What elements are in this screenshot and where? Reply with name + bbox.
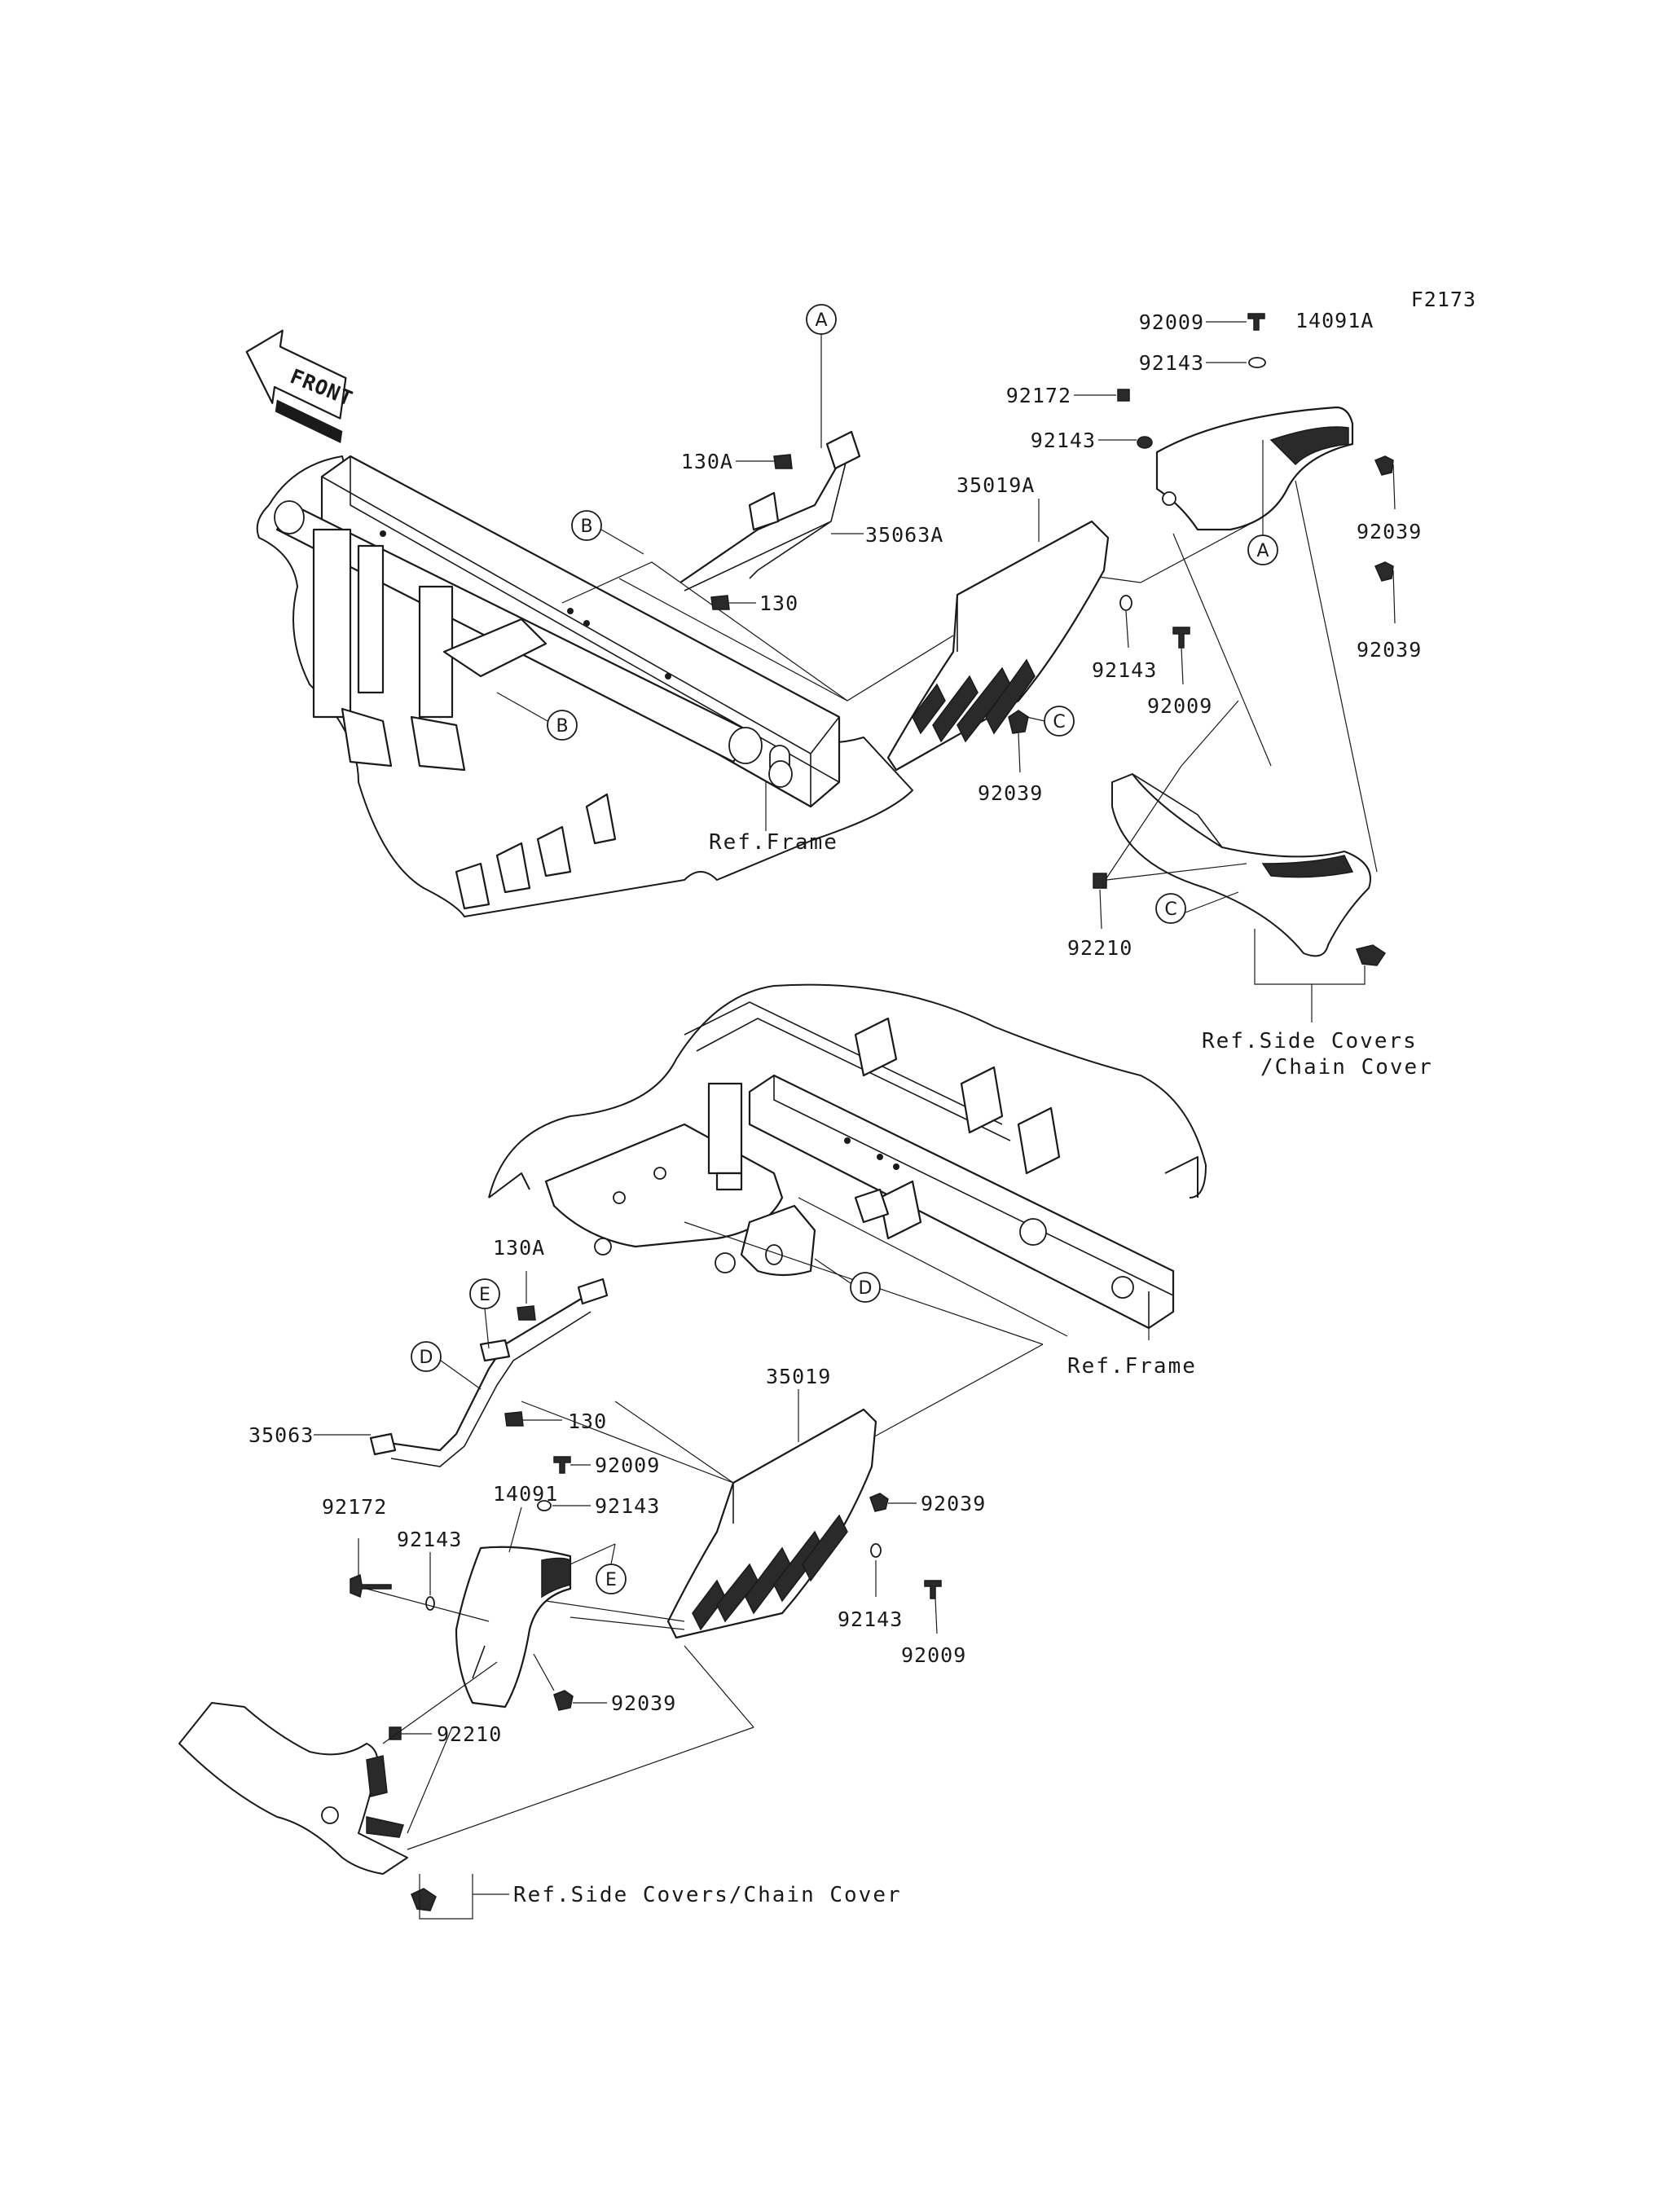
label-92009-bottom-a: 92009 [595,1454,660,1477]
label-130A-top: 130A [681,450,733,473]
svg-text:B: B [580,517,592,537]
top-body-outline [256,504,913,917]
label-92039-c: 92039 [978,781,1043,805]
top-screw-92009-low [1172,627,1190,685]
top-clip-92039-r1 [1374,455,1396,510]
top-clip-lower-right [1355,944,1387,966]
label-14091: 14091 [493,1482,558,1506]
top-assembly: A A B B C C 92009 92143 [256,304,1433,1080]
label-130A-bottom: 130A [493,1236,545,1260]
label-92172-top: 92172 [1006,384,1071,407]
top-bolt-130A [736,454,793,469]
callout-B-top-lower: B [496,692,578,741]
svg-text:A: A [815,310,827,331]
bottom-bolt-130 [504,1411,562,1427]
svg-text:A: A [1256,541,1269,561]
bottom-screw-92009-b [924,1580,942,1634]
label-130-bottom: 130 [568,1410,607,1433]
label-35063: 35063 [248,1423,314,1447]
svg-text:E: E [479,1285,490,1305]
label-92143-bottom-b: 92143 [397,1528,462,1551]
bottom-nut-92210 [389,1726,432,1740]
top-clip-92039-c [1008,710,1029,773]
label-14091A: 14091A [1295,309,1374,332]
bottom-side-cover [178,1702,408,1875]
top-washer-92143-mid [1098,436,1153,449]
bottom-washer-92143-c [870,1543,882,1597]
bottom-clip-92039-a [869,1493,917,1512]
label-130-top: 130 [759,592,798,615]
bottom-screw-92172 [350,1538,392,1599]
diagram-code: F2173 [1411,288,1476,311]
top-cover-14091A [1155,406,1354,531]
label-ref-frame-bottom: Ref.Frame [1067,1354,1197,1379]
label-92210-top: 92210 [1067,936,1132,960]
callout-D-bottom-left: D [411,1341,482,1390]
svg-text:C: C [1164,899,1176,920]
callout-E-bottom-upper: E [469,1278,500,1349]
bottom-frame-beam [748,1074,1175,1330]
top-clip-92039-r2 [1374,561,1396,624]
label-35063A: 35063A [865,523,943,547]
bottom-cover-14091 [455,1546,572,1709]
label-92143-bottom-c: 92143 [838,1607,903,1631]
bottom-body-outline [488,983,1207,1198]
top-bracket-35063A [679,430,861,592]
label-ref-frame-top: Ref.Frame [709,830,838,855]
callout-D-bottom-right: D [814,1258,881,1303]
bottom-mount-bracket [594,1204,816,1277]
bottom-floor-plate [544,1123,784,1248]
bottom-frame-tubes [684,1001,1061,1240]
svg-text:D: D [859,1278,873,1299]
callout-B-top-upper: B [571,510,644,555]
bottom-washer-92143-b [366,1552,490,1622]
top-washer-92143-low [1119,595,1132,649]
label-92143-low: 92143 [1092,658,1157,682]
bottom-washer-92143-a [537,1500,591,1511]
bottom-clip-92039-b [533,1653,607,1711]
callout-C-top-upper: C [1026,706,1075,737]
front-arrow-icon: FRONT [245,329,356,443]
label-92143-bottom-a: 92143 [595,1494,660,1518]
svg-text:D: D [420,1348,433,1368]
top-nut-92210 [1093,863,1247,930]
bottom-bolt-130A [517,1271,536,1321]
label-92009-top: 92009 [1139,310,1204,334]
bottom-screw-92009-a [553,1456,591,1474]
label-92039-r2: 92039 [1357,638,1422,662]
label-92009-low: 92009 [1147,694,1212,718]
top-bolt-130 [710,595,756,610]
bottom-cover-35019 [666,1408,877,1639]
top-washer-92143-upper [1206,357,1266,368]
callout-C-top-lower: C [1155,891,1239,924]
label-92172-bottom: 92172 [322,1495,387,1519]
svg-text:C: C [1053,712,1065,732]
bottom-assembly: D E D E 130A 130 35063 35019 92009 92143… [178,983,1207,1920]
bottom-bracket-35063 [369,1278,609,1467]
callout-E-bottom-lower: E [570,1543,627,1594]
label-ref-covers-top-2: /Chain Cover [1260,1055,1433,1080]
label-ref-covers-bottom: Ref.Side Covers/Chain Cover [513,1883,902,1907]
top-screw-92009-upper [1206,313,1265,331]
top-cover-35019A [886,520,1110,772]
callout-A-top-left: A [806,304,837,448]
label-92143-top: 92143 [1139,351,1204,375]
callout-A-top-right: A [1247,440,1278,565]
label-92143-mid: 92143 [1031,429,1096,452]
top-side-cover [1111,773,1371,957]
label-92039-bottom-a: 92039 [921,1492,986,1515]
label-ref-covers-top-1: Ref.Side Covers [1202,1029,1418,1053]
label-35019A: 35019A [957,473,1035,497]
svg-text:E: E [605,1570,617,1590]
bottom-clip-lower [411,1888,437,1911]
label-92039-bottom-b: 92039 [611,1691,676,1715]
top-screw-92172 [1074,389,1130,402]
label-92210-bottom: 92210 [437,1722,502,1746]
label-92039-r1: 92039 [1357,520,1422,543]
top-frame-brackets [312,528,617,910]
svg-text:B: B [556,716,568,737]
label-35019: 35019 [766,1365,831,1388]
label-92009-bottom-b: 92009 [901,1643,966,1667]
